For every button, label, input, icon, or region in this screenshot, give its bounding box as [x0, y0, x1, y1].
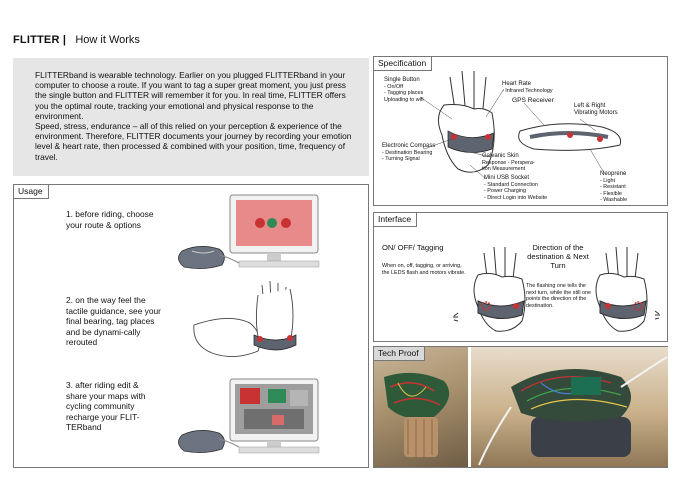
tech-proof-panel: Tech Proof: [373, 346, 668, 468]
interface-right-title: Direction of the destination & Next Turn: [527, 243, 589, 270]
usage-step-1: 1. before riding, choose your route & op…: [66, 209, 154, 230]
brand-title: FLITTER |: [13, 34, 67, 46]
specification-tab[interactable]: Specification: [373, 56, 433, 71]
spec-neoprene: Neoprene - Light - Resistant - Flexible …: [600, 171, 628, 204]
spec-single-button: Single Button - On/Off - Tagging places …: [384, 77, 424, 103]
usage-tab[interactable]: Usage: [13, 184, 49, 199]
intro-box: FLITTERband is wearable technology. Earl…: [13, 58, 369, 176]
prototype-photo-right: [471, 347, 668, 467]
usage-panel: Usage 1. before riding, choose your rout…: [13, 184, 369, 468]
tech-proof-tab[interactable]: Tech Proof: [373, 346, 425, 361]
interface-left-text: When on, off, tagging, or arriving, the …: [382, 263, 466, 276]
usage-step-3: 3. after riding edit & share your maps w…: [66, 380, 146, 433]
specification-panel: Specification Single Button - On/Off - T…: [373, 56, 668, 206]
spec-usb: Mini USB Socket - Standard Connection - …: [484, 175, 548, 201]
spec-skin-response: Galvanic Skin Response - Perspera- tion …: [482, 153, 535, 173]
intro-paragraph-2: Speed, stress, endurance – all of this r…: [35, 121, 352, 162]
interface-tab[interactable]: Interface: [373, 212, 418, 227]
computer-monitor-illustration: [178, 194, 320, 454]
interface-gloves-illustration: [453, 246, 660, 332]
page-subtitle: How it Works: [75, 34, 140, 46]
spec-heart-rate: Heart Rate - Infrared Technology: [502, 81, 553, 94]
intro-paragraph-1: FLITTERband is wearable technology. Earl…: [35, 70, 346, 121]
interface-left-title: ON/ OFF/ Tagging: [382, 243, 444, 252]
spec-gps: GPS Receiver: [512, 97, 554, 104]
spec-compass: Electronic Compass - Destination Bearing…: [382, 143, 436, 163]
prototype-photo-left: [374, 347, 468, 467]
page-header: FLITTER | How it Works: [13, 34, 140, 46]
glove-spec-illustration: [419, 70, 622, 180]
usage-step-2: 2. on the way feel the tactile guidance,…: [66, 295, 161, 348]
interface-right-text: The flashing one tells the next turn, wh…: [526, 283, 592, 309]
spec-motors: Left & Right Vibrating Motors: [574, 103, 618, 116]
interface-panel: Interface ON/ OFF/ Tagging When on, off,…: [373, 212, 668, 342]
